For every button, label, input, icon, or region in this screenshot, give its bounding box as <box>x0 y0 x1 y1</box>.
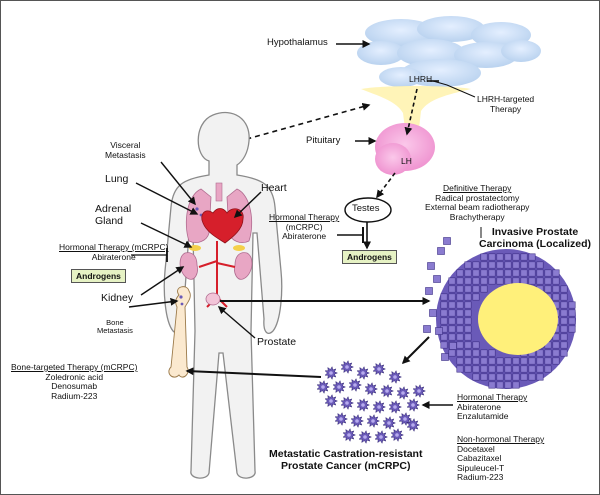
lhrh-label: LHRH <box>409 74 433 84</box>
hormonal-top-line-1: (mCRPC) <box>285 221 323 232</box>
bone-therapy-label: Bone-targeted Therapy (mCRPC) Zoledronic… <box>11 362 138 401</box>
definitive-line-3: Brachytherapy <box>449 211 505 222</box>
hormonal-top-line-2: Abiraterone <box>282 231 327 242</box>
nonhormonal-line-1: Docetaxel <box>457 443 495 454</box>
mcrpc-to-bone-arrow <box>185 367 322 378</box>
nonhormonal-line-2: Cabazitaxel <box>457 453 502 464</box>
androgens-box-left: Androgens <box>71 269 126 283</box>
hormonal-therapy-left: Hormonal Therapy (mCRPC) Abiraterone <box>59 242 169 262</box>
lung-label: Lung <box>105 173 129 185</box>
testes-oval <box>344 197 392 223</box>
adrenal-label: Adrenal Gland <box>95 203 132 228</box>
tumor-to-mcrpc-arrow <box>401 336 430 365</box>
prostate-pointer <box>217 306 256 339</box>
heart-shape <box>201 208 244 244</box>
bone-therapy-line-2: Denosumab <box>51 381 98 392</box>
adrenal-line-2: Gland <box>95 214 124 227</box>
definitive-title: Definitive Therapy <box>443 183 512 193</box>
definitive-line-2: External beam radiotherapy <box>425 202 530 213</box>
mcrpc-line-2: Prostate Cancer (mCRPC) <box>280 459 411 472</box>
lung-pointer <box>135 182 199 215</box>
metastatic-cells <box>316 360 427 444</box>
heart-label: Heart <box>261 182 287 194</box>
bone-metastasis-line-2: Metastasis <box>97 326 133 336</box>
hormonal-therapy-right: Hormonal Therapy Abiraterone Enzalutamid… <box>457 392 528 422</box>
invasive-line-2: Carcinoma (Localized) <box>479 237 592 250</box>
kidneys-shape <box>179 252 253 280</box>
bone-therapy-title: Bone-targeted Therapy (mCRPC) <box>11 362 138 372</box>
visceral-label: Visceral Metastasis <box>105 140 146 160</box>
bone-therapy-line-3: Radium-223 <box>51 390 98 401</box>
mcrpc-line-1: Metastatic Castration-resistant <box>269 448 423 460</box>
kidney-pointer <box>140 266 185 296</box>
visceral-pointer <box>160 161 196 206</box>
prostate-shape <box>205 292 221 306</box>
pituitary-stalk <box>361 86 471 135</box>
hypothalamus-shape <box>357 16 541 87</box>
hormonal-right-line-2: Enzalutamide <box>457 411 509 422</box>
hormonal-top-title: Hormonal Therapy <box>269 212 340 222</box>
nonhormonal-title: Non-hormonal Therapy <box>457 434 545 444</box>
hypothalamus-label: Hypothalamus <box>267 37 328 48</box>
definitive-line-1: Radical prostatectomy <box>435 192 520 203</box>
bone-pointer <box>128 297 179 308</box>
body-to-pituitary-arrow <box>228 102 371 145</box>
nonhormonal-line-3: Sipuleucel-T <box>457 462 505 473</box>
lhrh-arrow <box>404 88 418 136</box>
adrenal-left <box>189 245 201 251</box>
mcrpc-label: Metastatic Castration-resistant Prostate… <box>269 448 423 473</box>
pituitary-shape <box>375 123 435 175</box>
hormonal-right-line-1: Abiraterone <box>457 401 501 412</box>
heart-pointer <box>233 191 262 219</box>
lhrh-therapy-pointer <box>432 80 476 98</box>
lhrh-therapy-label: LHRH-targeted Therapy <box>477 94 535 114</box>
hormonal-left-title: Hormonal Therapy (mCRPC) <box>59 242 169 252</box>
bone-metastasis-line-1: Bone <box>106 318 124 327</box>
bone-metastasis-label: Bone Metastasis <box>97 318 133 336</box>
bone-shape <box>168 286 191 378</box>
prostate-label: Prostate <box>257 336 297 348</box>
invasive-line-1: Invasive Prostate <box>491 226 579 238</box>
testes-label: Testes <box>352 203 380 214</box>
lh-arrow <box>376 172 396 199</box>
hormonal-left-line-1: Abiraterone <box>91 251 136 262</box>
bone-therapy-line-1: Zoledronic acid <box>45 371 104 382</box>
hormonal-therapy-top: Hormonal Therapy (mCRPC) Abiraterone <box>269 212 340 242</box>
lhrh-therapy-line-2: Therapy <box>489 103 522 114</box>
androgens-box-top: Androgens <box>342 250 397 264</box>
visceral-line-1: Visceral <box>110 140 141 150</box>
tumor-cluster <box>423 237 576 389</box>
adrenal-pointer <box>140 222 193 248</box>
invasive-carcinoma-label: Invasive Prostate Carcinoma (Localized) <box>479 226 592 251</box>
nonhormonal-therapy-label: Non-hormonal Therapy Docetaxel Cabazitax… <box>457 434 545 483</box>
pituitary-label: Pituitary <box>306 135 341 146</box>
kidney-label: Kidney <box>101 292 134 304</box>
lh-label: LH <box>401 156 412 166</box>
visceral-line-2: Metastasis <box>105 149 146 160</box>
lhrh-therapy-line-1: LHRH-targeted <box>477 94 535 104</box>
definitive-therapy-label: Definitive Therapy Radical prostatectomy… <box>425 183 530 222</box>
nonhormonal-line-4: Radium-223 <box>457 472 504 483</box>
hormonal-right-title: Hormonal Therapy <box>457 392 528 402</box>
adrenal-right <box>233 245 245 251</box>
adrenal-line-1: Adrenal <box>95 203 132 215</box>
